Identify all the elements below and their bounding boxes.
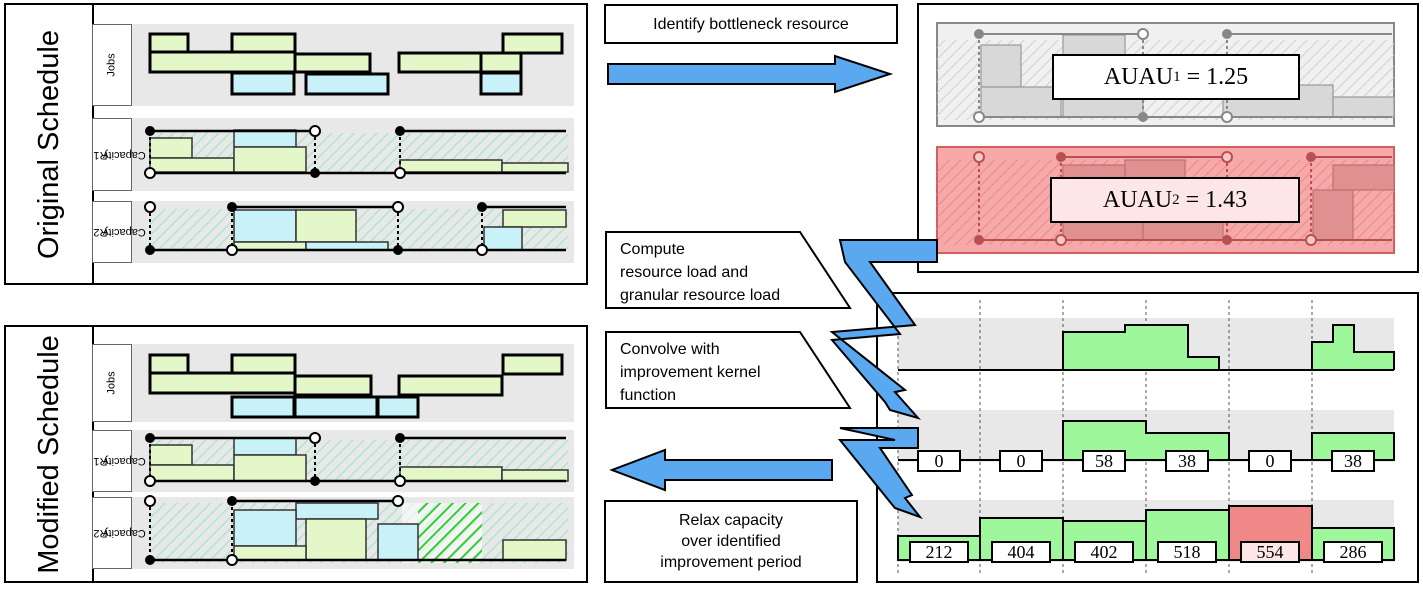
job-bar <box>501 353 564 376</box>
compute-line3: granular resource load <box>620 287 781 304</box>
original-jobs <box>148 32 564 96</box>
identify-step-box: Identify bottleneck resource <box>604 4 898 44</box>
granular-value-box: 212 <box>909 541 969 563</box>
arrow-left-icon <box>609 448 833 492</box>
auau-r2-name: AUAU <box>1102 186 1173 213</box>
job-bar <box>293 52 372 74</box>
job-bar <box>230 353 297 375</box>
modified-jobs <box>148 353 564 419</box>
granular-value-box: 286 <box>1323 541 1383 563</box>
auau-r1-name: AUAU <box>1103 63 1174 90</box>
convolved-value-box: 58 <box>1082 450 1126 472</box>
auau-r2-rhs: = 1.43 <box>1185 186 1248 213</box>
relax-line3: improvement period <box>660 554 802 571</box>
auau-r1-sub: 1 <box>1173 68 1181 85</box>
granular-value-box: 554 <box>1240 541 1300 563</box>
job-bar <box>230 71 296 96</box>
convolve-line2: improvement kernel <box>620 364 761 381</box>
relax-line1: Relax capacity <box>678 512 784 529</box>
job-bar <box>397 374 504 397</box>
auau-r2-sub: 2 <box>1172 191 1180 208</box>
convolved-value-box: 38 <box>1165 450 1209 472</box>
job-bar <box>479 71 523 96</box>
modified-r1-capacity <box>144 432 569 487</box>
job-bar <box>293 374 373 397</box>
job-bar <box>376 395 420 419</box>
arrow-right-icon <box>607 54 894 94</box>
original-jobs-label-box: Jobs <box>92 24 132 106</box>
convolved-load-curve <box>898 420 1395 461</box>
relax-line2: over identified <box>681 533 781 550</box>
convolved-value-box: 0 <box>999 450 1043 472</box>
convolve-line1: Convolve with <box>620 341 720 358</box>
modified-r2-capacity <box>144 495 568 566</box>
auau-r1-rhs: = 1.25 <box>1186 63 1249 90</box>
job-bar <box>230 32 297 54</box>
original-r2-capacity <box>144 201 568 256</box>
identify-step-text: Identify bottleneck resource <box>653 15 849 33</box>
lightning-arrow-2-icon <box>837 427 923 520</box>
convolved-value-box: 38 <box>1331 450 1375 472</box>
modified-jobs-label-box: Jobs <box>92 344 132 422</box>
original-r1-capacity <box>144 125 569 179</box>
job-bar <box>501 32 564 55</box>
compute-line1: Compute <box>620 241 685 258</box>
granular-value-box: 518 <box>1157 541 1217 563</box>
compute-line2: resource load and <box>620 264 749 281</box>
granular-value-box: 402 <box>1074 541 1134 563</box>
compute-step-text: Compute resource load and granular resou… <box>620 238 780 307</box>
relax-step-box: Relax capacity over identified improveme… <box>604 500 858 583</box>
job-bar <box>304 72 390 96</box>
convolve-line3: function <box>620 387 677 404</box>
convolved-value-box: 0 <box>917 450 961 472</box>
lightning-arrow-icon <box>829 239 938 420</box>
convolve-step-text: Convolve with improvement kernel functio… <box>620 338 761 407</box>
convolved-value-box: 0 <box>1248 450 1292 472</box>
granular-value-box: 404 <box>991 541 1051 563</box>
